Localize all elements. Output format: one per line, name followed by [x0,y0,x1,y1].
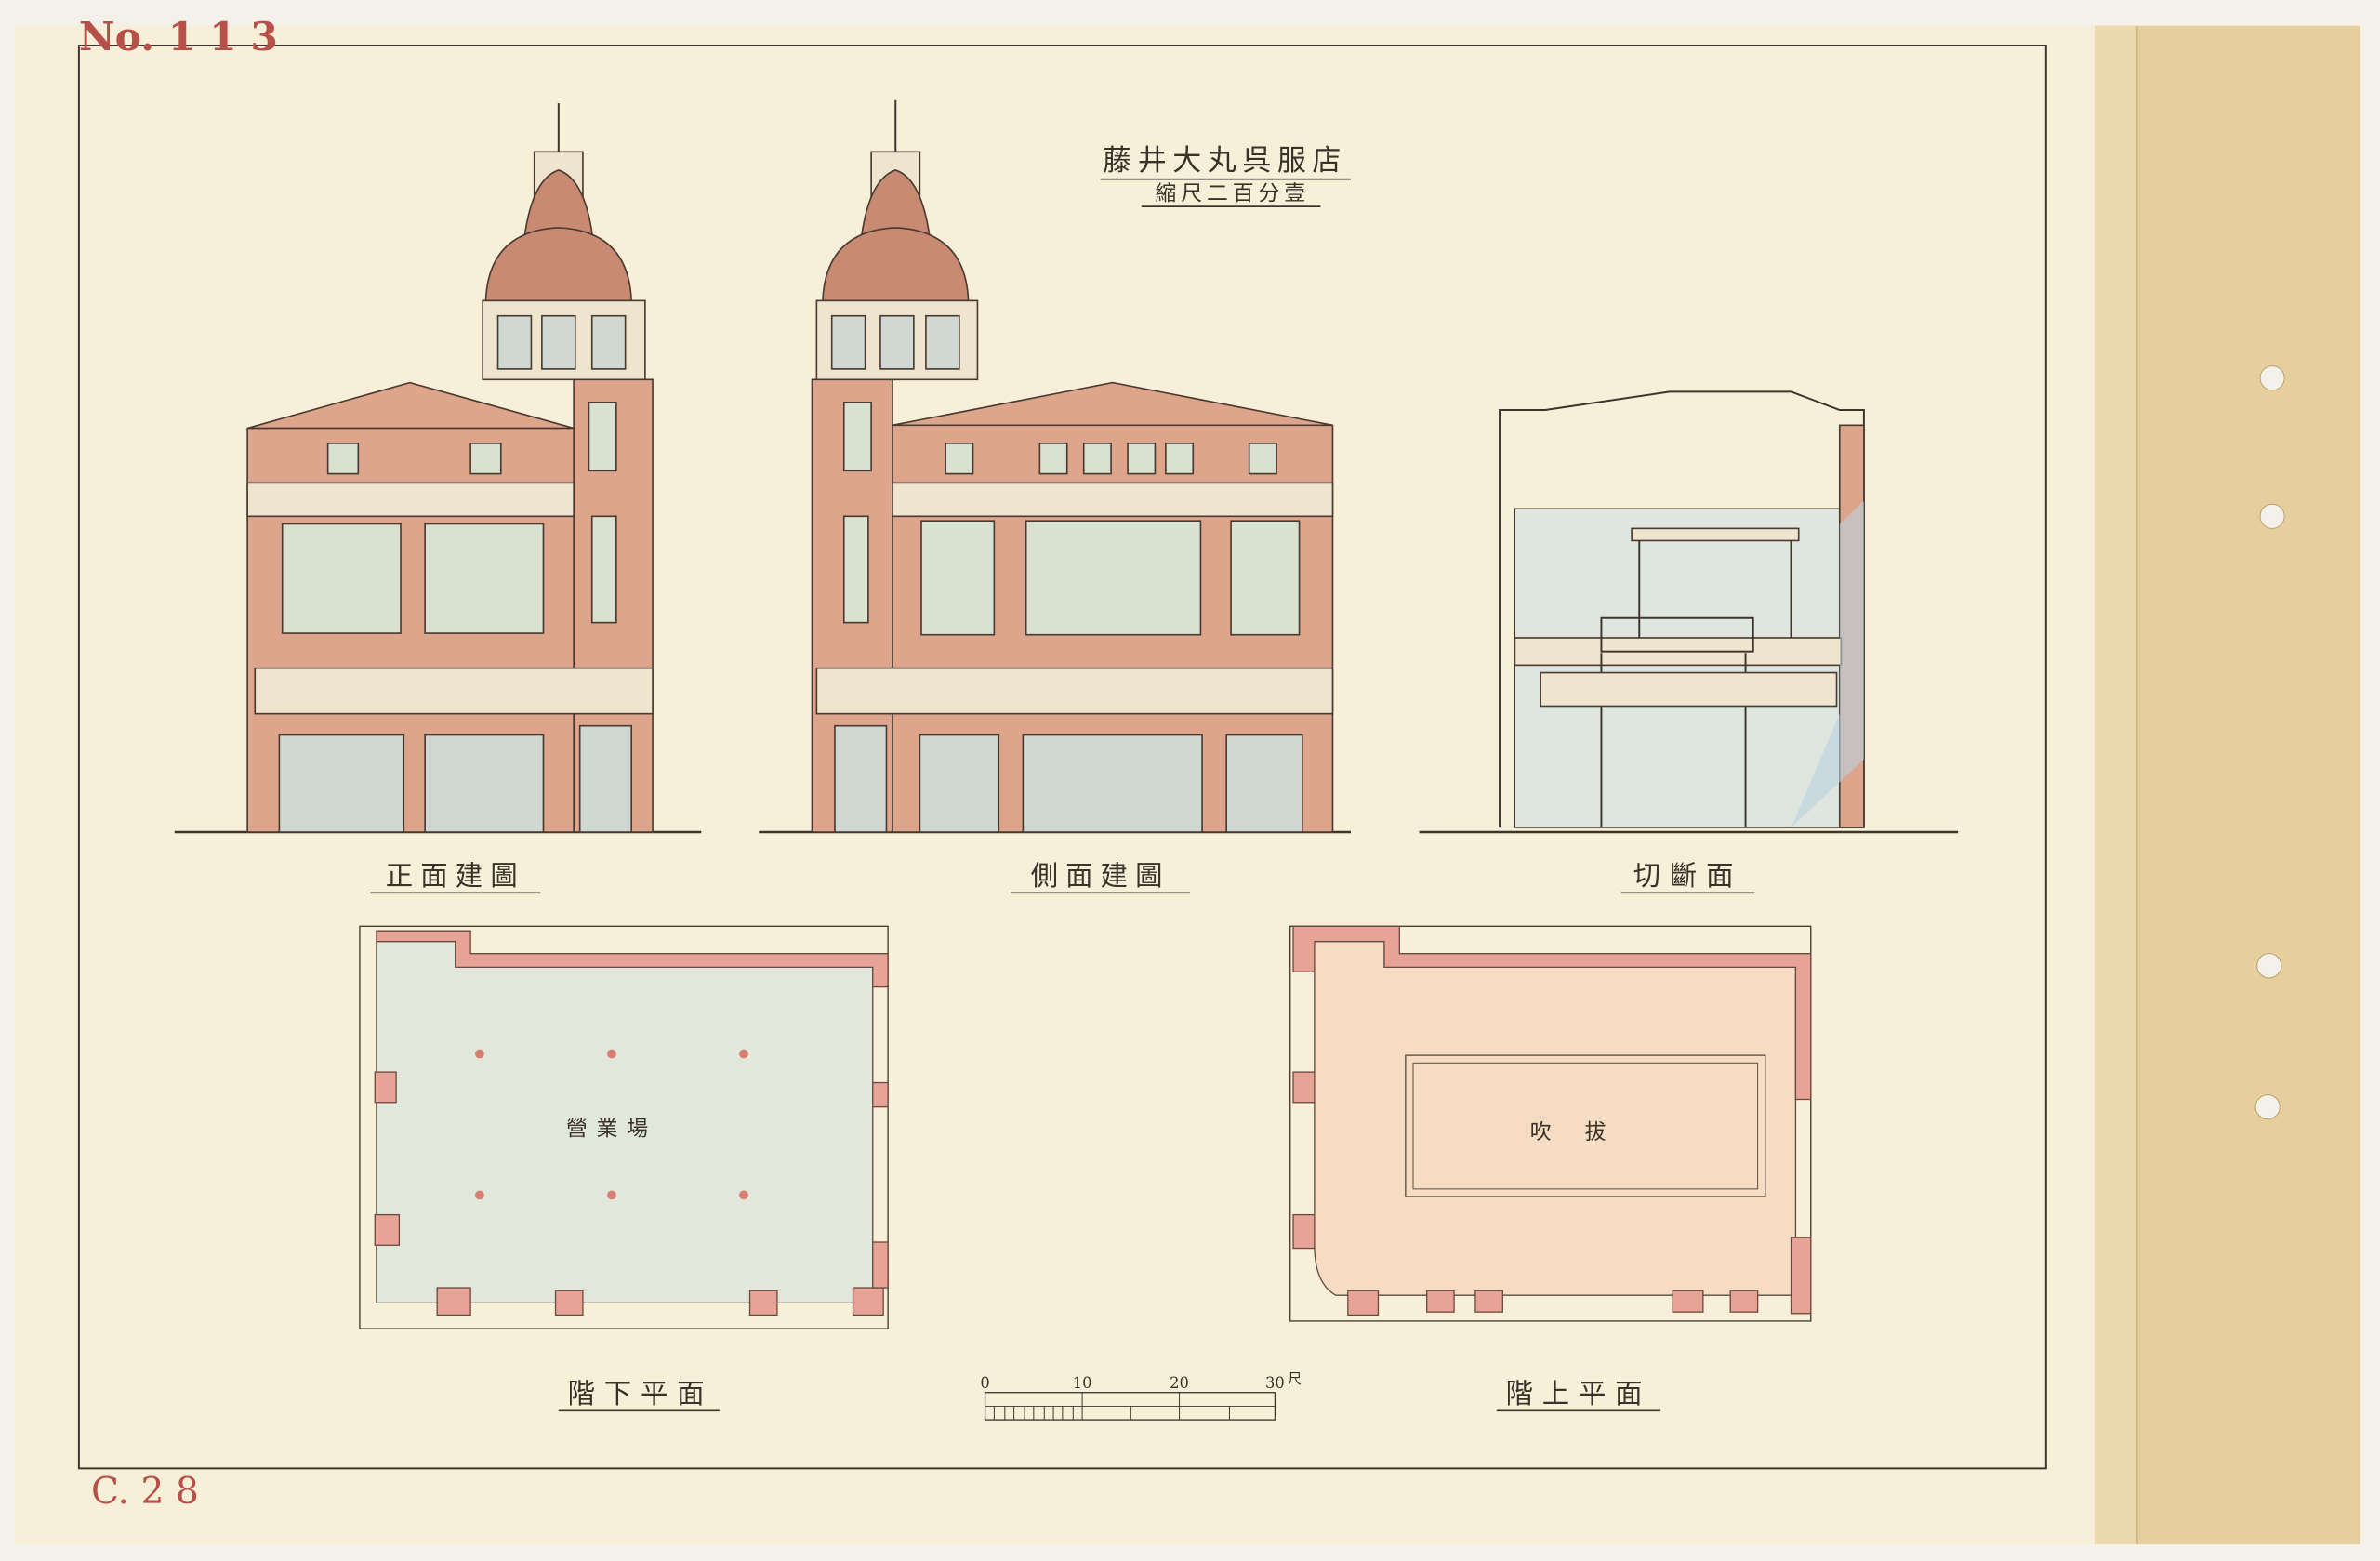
scale-tick-10: 10 [1073,1374,1092,1392]
ground-plan-label: 階下平面 [568,1378,714,1409]
binding-holes [2254,365,2285,1120]
building-title: 藤井大丸呉服店 [1103,144,1347,178]
front-elevation-label: 正面建圖 [386,860,525,892]
binding-strip [2095,25,2360,1545]
scale-tick-0: 0 [980,1374,989,1392]
front-elevation [174,103,702,834]
side-elevation [759,99,1352,834]
scale-tick-20: 20 [1170,1374,1189,1392]
section-drawing [1419,390,1959,834]
side-elevation-label: 側面建圖 [1031,860,1170,892]
drawing-border [77,45,2047,1470]
scale-unit: 尺 [1288,1371,1302,1387]
upper-room-label: 吹拔 [1530,1120,1640,1144]
upper-plan-label: 階上平面 [1506,1378,1652,1409]
scale-note: 縮尺二百分壹 [1155,182,1310,206]
scale-tick-30: 30 [1265,1374,1285,1392]
ground-floor-plan [359,925,889,1329]
section-label: 切斷面 [1633,860,1743,892]
sheet-number: No. 1 1 3 [79,14,278,60]
catalog-number: C. 2 8 [91,1471,199,1513]
upper-floor-plan [1289,925,1812,1322]
ground-room-label: 營業場 [566,1118,657,1142]
scale-bar: 0 10 20 30 尺 [980,1371,1302,1421]
